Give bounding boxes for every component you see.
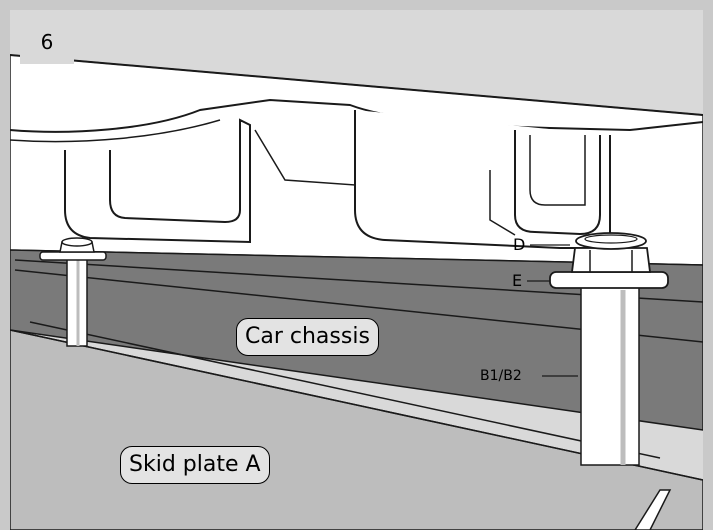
skid-plate-label: Skid plate A	[120, 446, 270, 484]
right-bracket-recess	[529, 135, 586, 206]
right-bracket-inner	[514, 130, 601, 236]
skid-plate-corner	[634, 489, 672, 530]
left-nut-top	[61, 237, 93, 247]
left-washer	[39, 251, 107, 261]
car-chassis-label: Car chassis	[236, 318, 379, 356]
part-label-bolt: B1/B2	[480, 368, 522, 384]
step-number: 6	[40, 30, 54, 54]
right-washer-e	[549, 271, 669, 289]
diagram-frame: 6 Car chassis Skid plate A D E B1/B2	[10, 10, 703, 530]
right-bolt-shank	[580, 284, 640, 466]
left-mount-bracket	[64, 118, 251, 244]
part-label-e: E	[512, 271, 523, 290]
part-label-d: D	[513, 235, 526, 254]
assembly-illustration	[10, 10, 703, 530]
guide-line-3	[29, 321, 661, 459]
right-bracket-side	[489, 170, 516, 236]
right-nut-collar	[575, 232, 647, 250]
right-mount-bracket	[354, 110, 611, 249]
step-number-badge: 6	[20, 20, 74, 64]
right-nut-thread	[584, 234, 638, 244]
right-nut-d	[570, 247, 652, 273]
underbody-edge-line	[10, 54, 703, 116]
underbody-contour-2	[10, 119, 221, 143]
